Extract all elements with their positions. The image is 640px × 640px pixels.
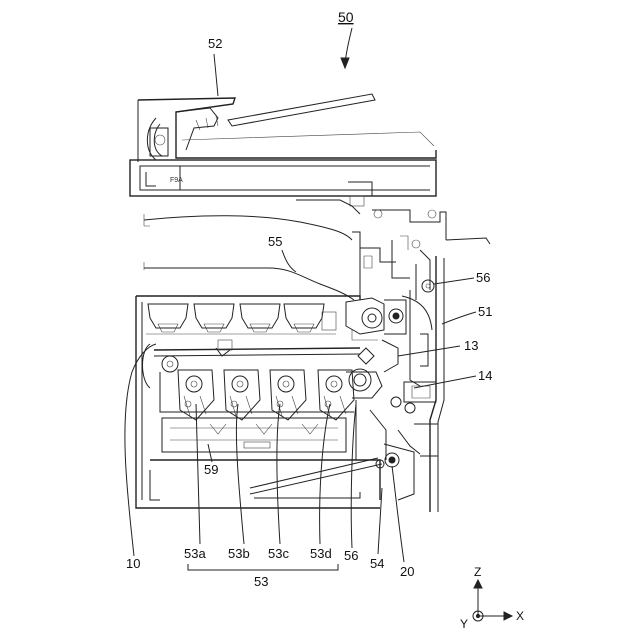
leader-53c — [277, 404, 280, 544]
y-axis-dot-icon — [476, 614, 479, 617]
leader-53d — [320, 404, 330, 544]
leader-20 — [392, 466, 404, 562]
leader-55 — [282, 250, 296, 272]
main-reference: 50 — [338, 9, 354, 68]
label-54: 54 — [370, 556, 384, 571]
label-50: 50 — [338, 9, 354, 25]
label-56-lower: 56 — [344, 548, 358, 563]
label-10: 10 — [126, 556, 140, 571]
leader-13 — [398, 346, 460, 356]
label-52: 52 — [208, 36, 222, 51]
fuser-unit — [346, 298, 406, 372]
x-arrow-icon — [504, 612, 512, 620]
axis-indicator: Z X Y — [460, 565, 524, 631]
leader-51 — [442, 312, 476, 324]
label-53d: 53d — [310, 546, 332, 561]
exposure-unit — [162, 418, 346, 452]
label-20: 20 — [400, 564, 414, 579]
label-55: 55 — [268, 234, 282, 249]
toner-cartridges — [146, 304, 336, 334]
axis-y-label: Y — [460, 617, 468, 631]
axis-x-label: X — [516, 609, 524, 623]
axis-z-label: Z — [474, 565, 481, 579]
transfer-belt — [143, 340, 383, 398]
label-53a: 53a — [184, 546, 206, 561]
z-arrow-icon — [474, 580, 482, 588]
output-area — [144, 200, 490, 300]
leader-53b — [236, 404, 244, 544]
label-13: 13 — [464, 338, 478, 353]
leader-10 — [125, 344, 156, 556]
label-53b: 53b — [228, 546, 250, 561]
label-56-upper: 56 — [476, 270, 490, 285]
leader-53a — [196, 404, 200, 544]
arrow-50 — [341, 58, 349, 68]
leader-56-upper — [434, 278, 474, 284]
label-53c: 53c — [268, 546, 289, 561]
label-14: 14 — [478, 368, 492, 383]
leader-56-lower — [351, 404, 356, 548]
group-bracket-53 — [188, 564, 338, 570]
document-feeder: F9A — [130, 94, 436, 206]
label-51: 51 — [478, 304, 492, 319]
svg-text:F9A: F9A — [170, 177, 183, 184]
printer-body — [136, 296, 414, 508]
label-59: 59 — [204, 462, 218, 477]
leader-52 — [214, 54, 218, 96]
label-53: 53 — [254, 574, 268, 589]
image-units — [160, 370, 354, 420]
